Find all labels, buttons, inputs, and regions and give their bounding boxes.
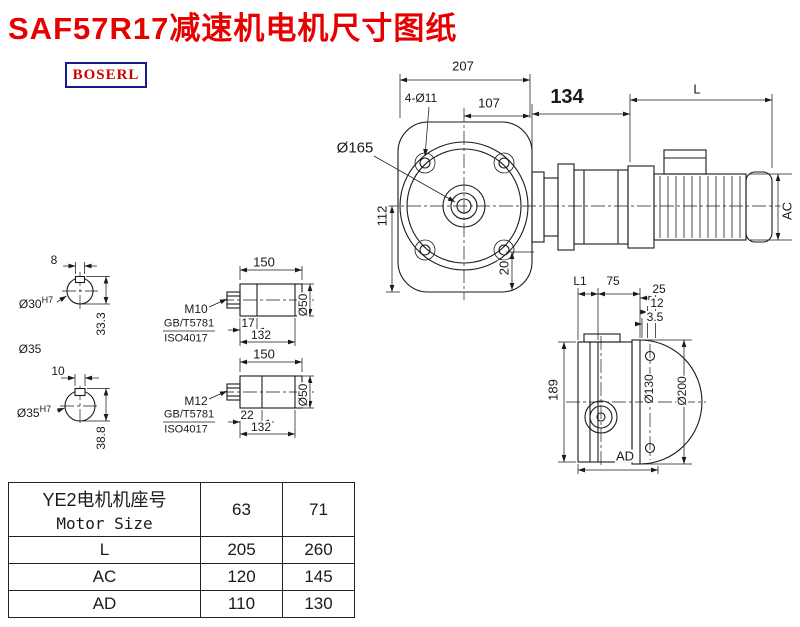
- dim-132-top-label: 132: [249, 328, 273, 342]
- dim-O35-label: Ø35: [17, 342, 43, 356]
- dim-17-label: 17: [240, 316, 256, 330]
- row-AD-value-63: 110: [200, 590, 283, 618]
- dim-O200-label: Ø200: [675, 375, 689, 407]
- motor-cooling-fins: [659, 176, 741, 238]
- table-header-cn: YE2电机机座号: [42, 490, 167, 510]
- dim-150-bottom-label: 150: [252, 346, 276, 362]
- motor-size-table: YE2电机机座号 Motor Size 63 71 L 205 260 AC 1…: [8, 482, 355, 618]
- row-L-value-63: 205: [200, 536, 283, 564]
- row-AD-value-71: 130: [282, 590, 355, 618]
- row-L-value-71: 260: [282, 536, 355, 564]
- dim-L-label: L: [692, 81, 702, 97]
- table-size-71: 71: [282, 482, 355, 537]
- table-header-en: Motor Size: [56, 514, 153, 533]
- dim-AC-label: AC: [779, 200, 795, 222]
- dim-22-label: 22: [239, 408, 255, 422]
- dim-150-top-label: 150: [252, 254, 276, 270]
- row-label-AC: AC: [8, 563, 201, 591]
- standard-gb-label: GB/T5781: [162, 408, 216, 421]
- table-header-row: YE2电机机座号 Motor Size 63 71: [8, 482, 355, 537]
- dim-12-label: 12: [649, 296, 665, 310]
- dim-O50-bottom-label: Ø50: [296, 382, 310, 408]
- motor-outline: [531, 149, 773, 251]
- dim-25-label: 25: [651, 282, 667, 296]
- table-row-AD: AD 110 130: [8, 590, 355, 618]
- dim-112-label: 112: [374, 204, 390, 228]
- row-label-L: L: [8, 536, 201, 564]
- dim-O35-value: Ø35: [16, 406, 40, 420]
- dim-O130-label: Ø130: [642, 373, 656, 405]
- dim-38-8-label: 38.8: [94, 425, 108, 451]
- dim-O165-label: Ø165: [335, 139, 375, 157]
- dim-O30H7-label: Ø30H7: [17, 295, 55, 311]
- dim-10-label: 10: [50, 364, 66, 378]
- dim-O30-value: Ø30: [18, 297, 42, 311]
- row-AC-value-63: 120: [200, 563, 283, 591]
- row-AC-value-71: 145: [282, 563, 355, 591]
- row-label-AD: AD: [8, 590, 201, 618]
- dim-189-label: 189: [545, 378, 561, 402]
- dim-107-label: 107: [477, 95, 501, 111]
- shaft-section-bottom: [56, 374, 110, 422]
- page-title: SAF57R17减速机电机尺寸图纸: [8, 11, 458, 46]
- dim-207-label: 207: [451, 58, 475, 74]
- side-view-gearbox: [558, 288, 703, 474]
- dim-AD-label: AD: [614, 448, 636, 464]
- dim-O50-top-label: Ø50: [296, 292, 310, 318]
- dim-8-label: 8: [49, 253, 59, 267]
- dim-132-bottom-label: 132: [249, 420, 273, 434]
- standard-iso-label: ISO4017: [163, 332, 209, 345]
- standard-iso-label: ISO4017: [163, 423, 209, 436]
- tolerance-H7: H7: [41, 295, 54, 305]
- dim-75-label: 75: [605, 274, 621, 288]
- dim-O35H7-label: Ø35H7: [15, 404, 53, 420]
- thread-M12-label: M12: [183, 394, 209, 408]
- tolerance-H7: H7: [39, 404, 52, 414]
- thread-M10-label: M10: [183, 302, 209, 316]
- dim-L1-label: L1: [572, 274, 588, 288]
- front-view-dimension-lines: [373, 74, 792, 293]
- boserl-logo: BOSERL: [65, 62, 147, 88]
- table-size-63: 63: [200, 482, 283, 537]
- dim-3-5-label: 3.5: [645, 310, 665, 324]
- dim-20-label: 20: [496, 259, 512, 277]
- standard-gb-label: GB/T5781: [162, 317, 216, 330]
- dim-33-3-label: 33.3: [94, 311, 108, 337]
- table-row-L: L 205 260: [8, 536, 355, 564]
- shaft-section-top: [56, 262, 110, 305]
- front-view-gearbox: [397, 121, 533, 293]
- table-row-AC: AC 120 145: [8, 563, 355, 591]
- dim-4xO11-label: 4-Ø11: [403, 91, 439, 105]
- dim-134-label: 134: [549, 86, 585, 108]
- table-header-motor-size: YE2电机机座号 Motor Size: [8, 482, 201, 537]
